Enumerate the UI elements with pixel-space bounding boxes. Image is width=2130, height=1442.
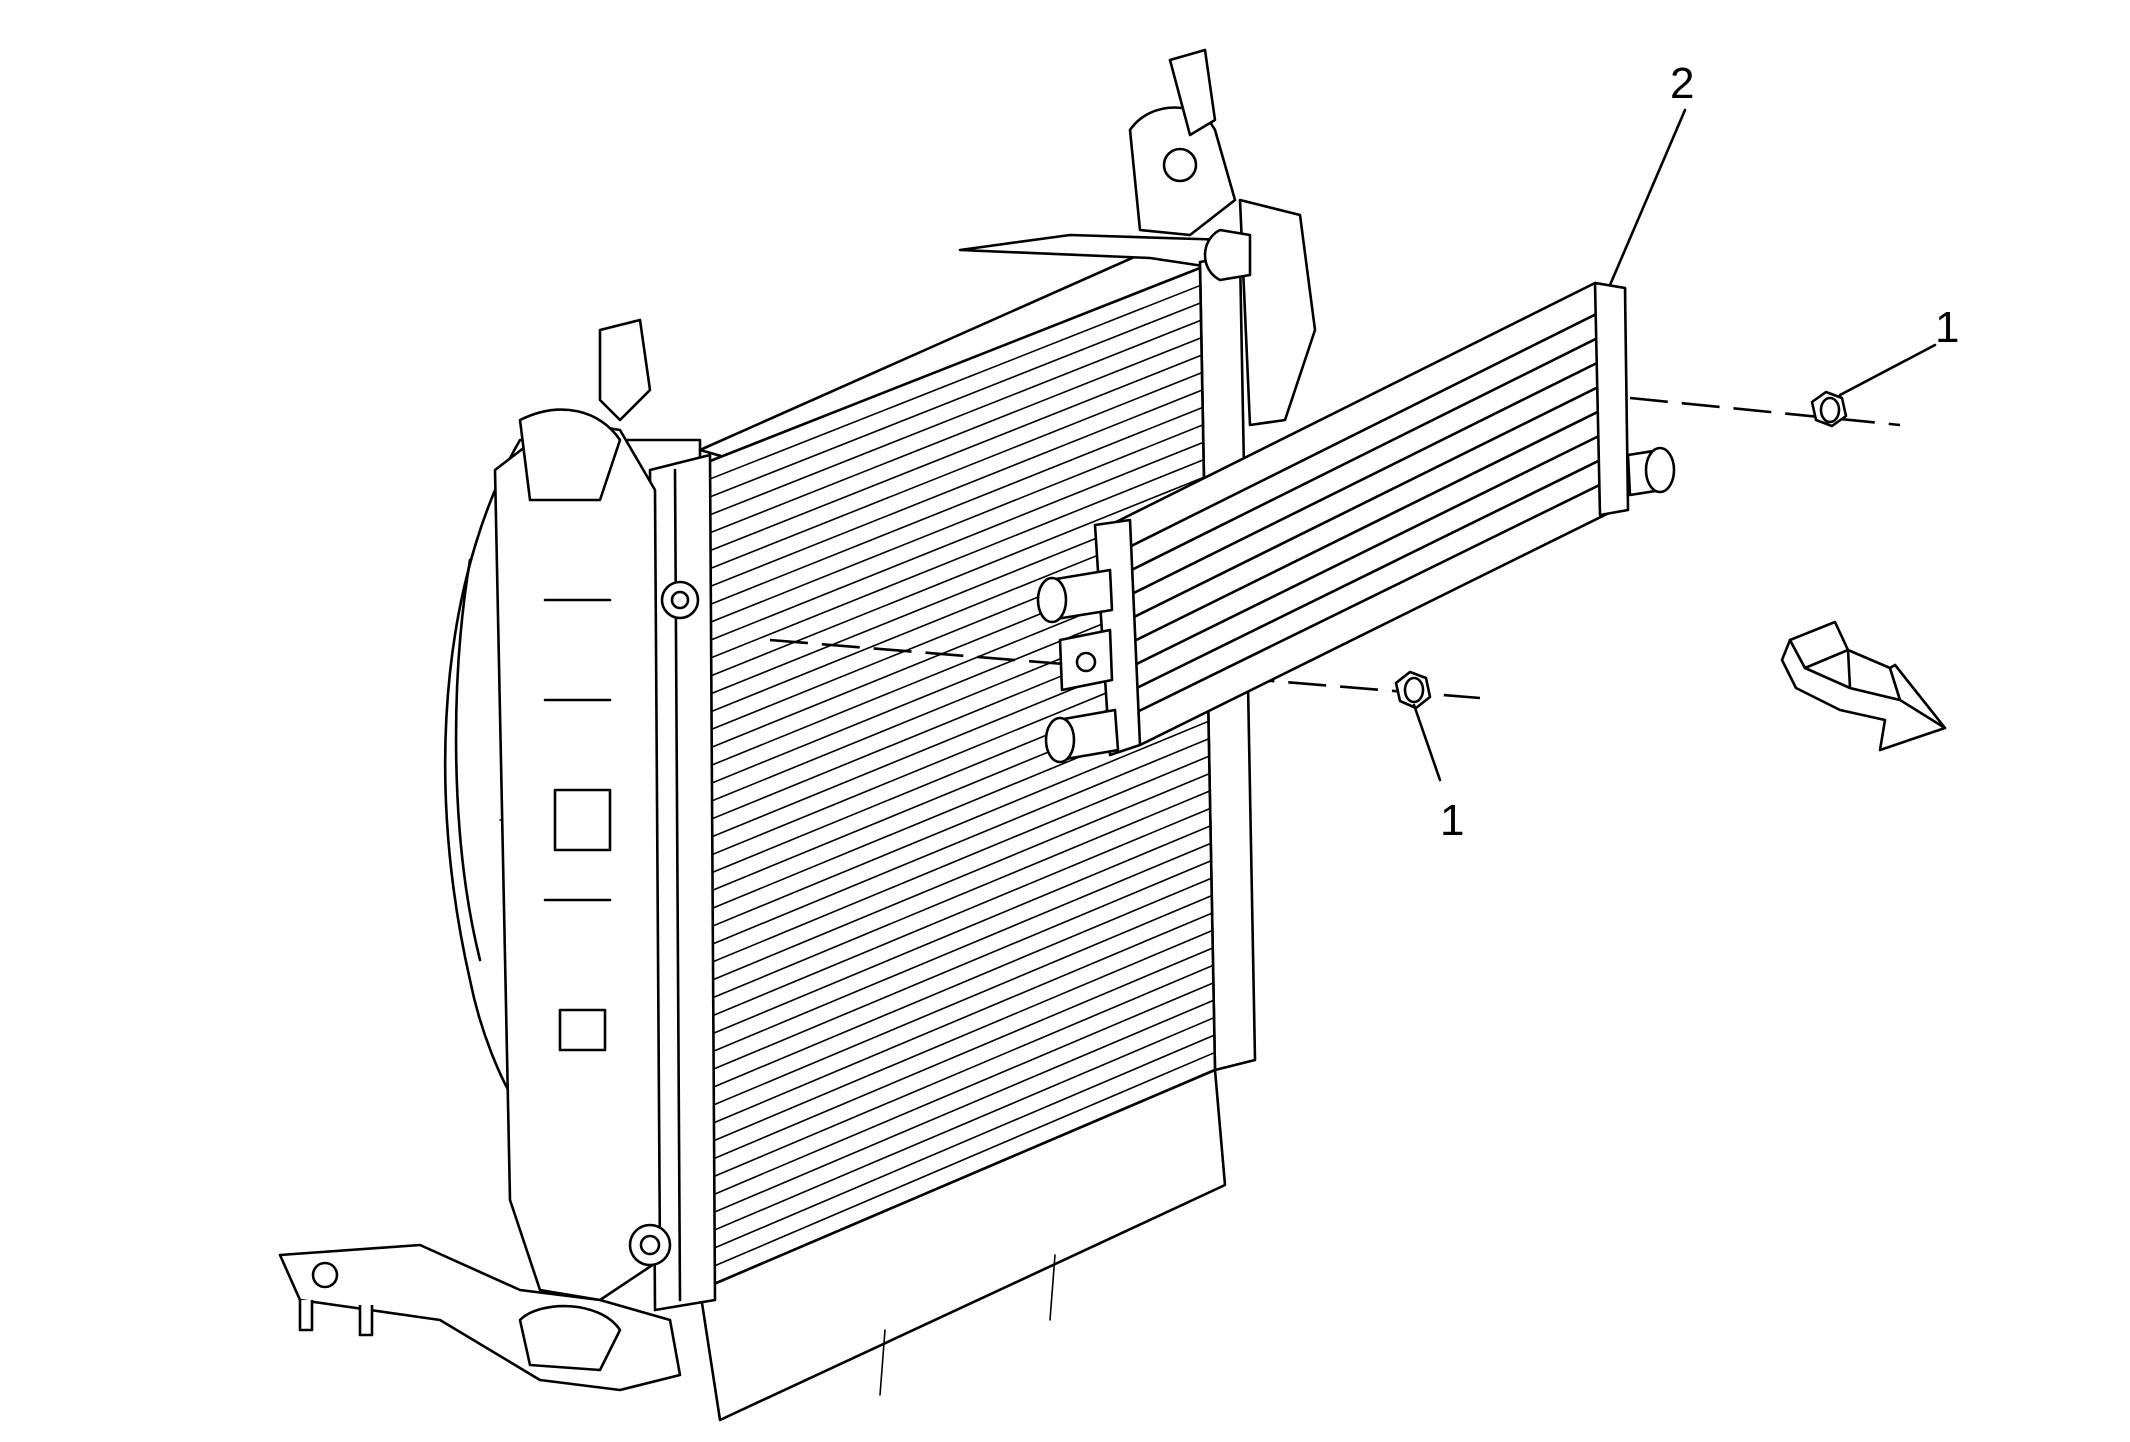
leader-line-nut-upper [1838, 343, 1937, 397]
front-direction-arrow-icon [1780, 620, 1947, 752]
cooler-fin-line [1123, 481, 1607, 720]
condenser-fin-line [699, 999, 1215, 1220]
condenser-fin-line [699, 964, 1214, 1184]
callout-cooler-label: 2 [1670, 59, 1694, 108]
condenser-fin-line [699, 458, 1205, 664]
condenser-fin-line [699, 737, 1210, 951]
condenser-fin-line [699, 755, 1210, 968]
condenser-fin-line [699, 790, 1211, 1004]
condenser-fin-line [699, 354, 1203, 556]
cooler-fin-line [1123, 333, 1607, 575]
condenser-fin-line [699, 319, 1202, 520]
condenser-fin-line [699, 1016, 1215, 1237]
condenser-assembly [648, 233, 1257, 1422]
cooler-fin-line [1123, 357, 1607, 599]
condenser-fin-line [699, 476, 1205, 682]
cooler-fin-line [1123, 431, 1607, 671]
upper-mounting-bracket [1128, 48, 1317, 427]
left-mounting-bracket [278, 318, 700, 1392]
condenser-fin-line [699, 772, 1211, 986]
condenser-fin-line [699, 877, 1213, 1094]
transmission-fluid-cooler [1036, 281, 1676, 764]
condenser-fin-line [699, 807, 1211, 1022]
stud-alignment-line-lower [769, 638, 1481, 700]
condenser-fin-line [699, 302, 1202, 502]
nut-lower [1394, 670, 1432, 710]
callout-nut-lower-label: 1 [1440, 796, 1464, 845]
callout-nut-upper-label: 1 [1935, 303, 1959, 352]
stud-alignment-line-upper [1629, 396, 1901, 427]
condenser-fin-line [699, 424, 1204, 628]
condenser-fin-line [699, 441, 1205, 646]
leader-line-cooler [1608, 108, 1687, 287]
condenser-fin-line [699, 859, 1212, 1076]
condenser-fin-line [699, 825, 1212, 1040]
condenser-fin-line [699, 284, 1202, 484]
condenser-fin-line [699, 1051, 1216, 1273]
cooler-fin-line [1123, 456, 1607, 696]
condenser-fin-line [699, 1034, 1216, 1255]
condenser-fin-line [699, 982, 1215, 1202]
condenser-fin-line [699, 912, 1213, 1130]
condenser-fin-line [699, 336, 1203, 538]
condenser-fin-line [699, 947, 1214, 1166]
cooler-fin-line [1123, 382, 1607, 623]
cooler-fin-line [1123, 308, 1607, 551]
condenser-fin-line [699, 720, 1210, 933]
condenser-fin-line [699, 894, 1213, 1112]
condenser-fin-line [699, 389, 1204, 592]
condenser-fin-line [699, 406, 1204, 610]
cooler-fin-line [1123, 407, 1607, 647]
condenser-fin-line [699, 371, 1203, 574]
condenser-fin-line [699, 842, 1212, 1058]
condenser-fin-line [699, 929, 1214, 1148]
nut-upper [1810, 390, 1848, 428]
leader-line-nut-lower [1412, 703, 1442, 782]
